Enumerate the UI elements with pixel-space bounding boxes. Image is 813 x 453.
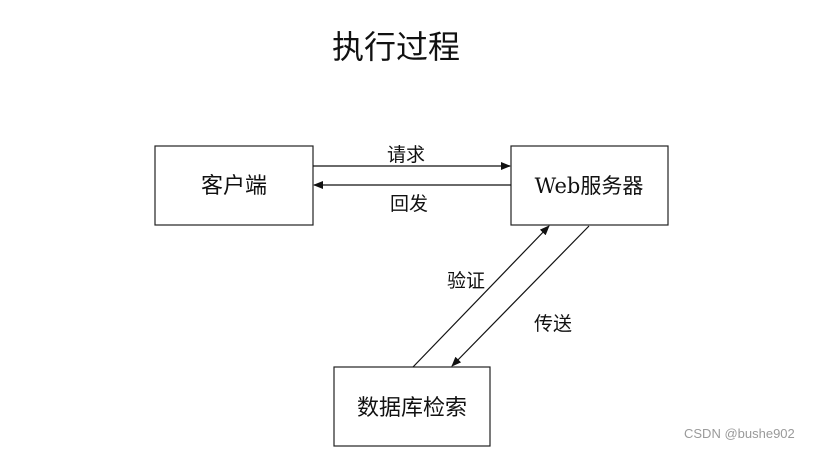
verify-label: 验证 bbox=[447, 270, 485, 292]
page-title: 执行过程 bbox=[332, 28, 460, 66]
server-box bbox=[510, 145, 669, 226]
csdn-watermark: CSDN @bushe902 bbox=[684, 426, 795, 441]
reply-label: 回发 bbox=[390, 193, 428, 215]
database-label: 数据库检索 bbox=[357, 396, 467, 421]
verify-arrow bbox=[412, 225, 550, 368]
client-label: 客户端 bbox=[201, 174, 267, 199]
request-label: 请求 bbox=[387, 144, 425, 166]
transfer-arrow bbox=[451, 225, 590, 367]
transfer-label: 传送 bbox=[534, 313, 572, 335]
client-box bbox=[154, 145, 314, 226]
server-label: Web服务器 bbox=[535, 174, 644, 198]
database-box bbox=[333, 366, 491, 447]
